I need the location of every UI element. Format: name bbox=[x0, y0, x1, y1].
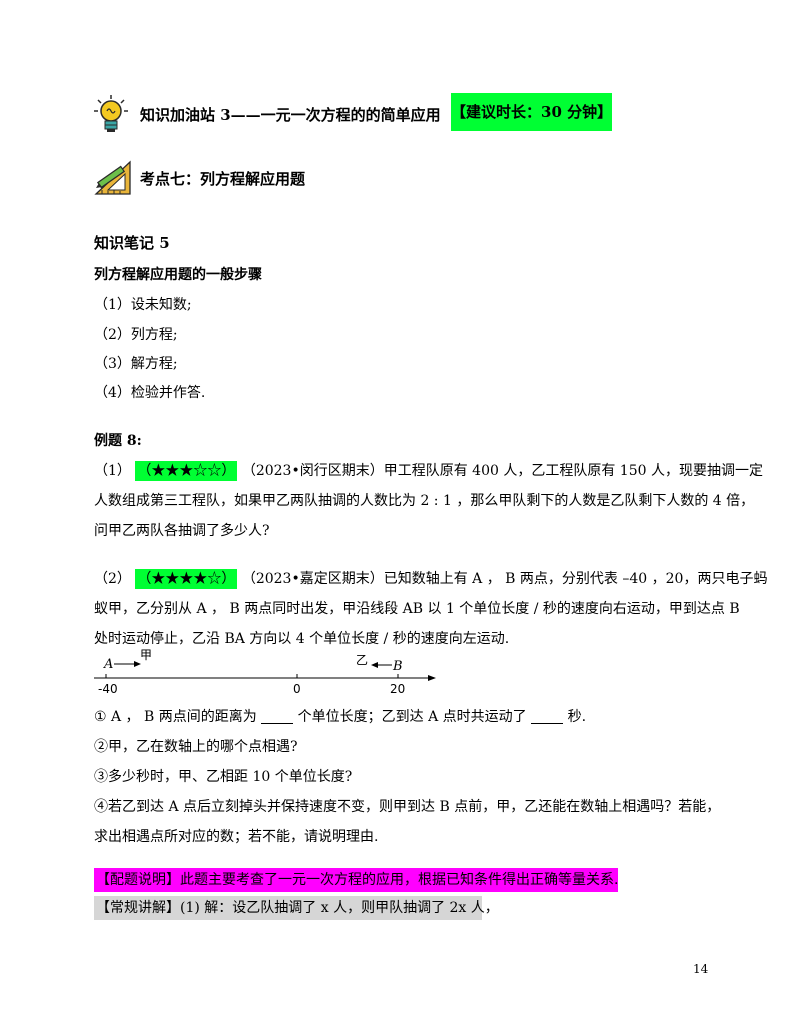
tick-label: -40 bbox=[98, 682, 118, 696]
sub1-part-a: ① A ， B 两点间的距离为 bbox=[94, 709, 257, 725]
tick-label: 0 bbox=[293, 682, 301, 696]
lecture-note: 【常规讲解】(1) 解：设乙队抽调了 x 人，则甲队抽调了 2x 人， bbox=[94, 896, 499, 920]
q2-text-line3: 处时运动停止，乙沿 BA 方向以 4 个单位长度 / 秒的速度向左运动. bbox=[94, 631, 510, 647]
point-a-label: A bbox=[103, 657, 113, 672]
q1-number: （1） bbox=[94, 463, 131, 479]
point-heading: 考点七：列方程解应用题 bbox=[140, 170, 306, 188]
note-title: 知识笔记 5 bbox=[94, 234, 170, 252]
page-number: 14 bbox=[693, 962, 709, 976]
step-item: （1）设未知数; bbox=[94, 297, 192, 313]
q2-number: （2） bbox=[94, 571, 131, 587]
answer-blank[interactable] bbox=[261, 709, 294, 724]
jia-label: 甲 bbox=[140, 648, 152, 662]
example-title: 例题 8: bbox=[94, 433, 142, 449]
number-line-figure: A 甲 乙 B -40 0 20 bbox=[94, 648, 439, 698]
q2-text-line1: （2023•嘉定区期末）已知数轴上有 A ， B 两点，分别代表 –40 ，20… bbox=[241, 571, 768, 587]
sub-question-1: ① A ， B 两点间的距离为 个单位长度；乙到达 A 点时共运动了 秒. bbox=[94, 706, 586, 726]
tick-label: 20 bbox=[390, 682, 405, 696]
section-heading-main: 知识加油站 3——一元一次方程的的简单应用 bbox=[140, 106, 441, 124]
time-tag-label: 【建议时长：30 分钟】 bbox=[451, 103, 613, 121]
sub-question-4-line2: 求出相遇点所对应的数；若不能，请说明理由. bbox=[94, 829, 379, 845]
sub1-part-b: 个单位长度；乙到达 A 点时共运动了 bbox=[297, 709, 527, 725]
q2-line1: （2） （★★★★☆） （2023•嘉定区期末）已知数轴上有 A ， B 两点，… bbox=[94, 568, 768, 589]
sub1-part-c: 秒. bbox=[567, 709, 587, 725]
difficulty-badge: （★★★★☆） bbox=[135, 569, 238, 589]
ruler-pencil-icon bbox=[94, 158, 132, 196]
q1-text-line3: 问甲乙两队各抽调了多少人? bbox=[94, 523, 270, 539]
sub-question-2: ②甲，乙在数轴上的哪个点相遇? bbox=[94, 739, 298, 755]
point-b-label: B bbox=[392, 659, 403, 674]
time-tag: 【建议时长：30 分钟】 bbox=[451, 93, 612, 131]
sub-question-3: ③多少秒时，甲、乙相距 10 个单位长度? bbox=[94, 769, 353, 785]
yi-label: 乙 bbox=[356, 653, 368, 667]
q1-text-line1: （2023•闵行区期末）甲工程队原有 400 人，乙工程队原有 150 人，现要… bbox=[241, 463, 763, 479]
explain-text: 【配题说明】此题主要考查了一元一次方程的应用，根据已知条件得出正确等量关系. bbox=[96, 872, 619, 888]
q1-text-line2: 人数组成第三工程队，如果甲乙两队抽调的人数比为 2 : 1 ，那么甲队剩下的人数… bbox=[94, 493, 755, 509]
difficulty-badge: （★★★☆☆） bbox=[135, 461, 238, 481]
section-heading: 知识加油站 3——一元一次方程的的简单应用 bbox=[140, 104, 441, 125]
q1-line1: （1） （★★★☆☆） （2023•闵行区期末）甲工程队原有 400 人，乙工程… bbox=[94, 460, 763, 481]
lightbulb-icon bbox=[94, 94, 128, 134]
explain-note: 【配题说明】此题主要考查了一元一次方程的应用，根据已知条件得出正确等量关系. bbox=[94, 868, 618, 892]
step-item: （4）检验并作答. bbox=[94, 385, 206, 401]
lecture-text: 【常规讲解】(1) 解：设乙队抽调了 x 人，则甲队抽调了 2x 人， bbox=[96, 900, 499, 916]
step-item: （3）解方程; bbox=[94, 356, 178, 372]
answer-blank[interactable] bbox=[531, 709, 564, 724]
step-item: （2）列方程; bbox=[94, 327, 178, 343]
sub-question-4-line1: ④若乙到达 A 点后立刻掉头并保持速度不变，则甲到达 B 点前，甲，乙还能在数轴… bbox=[94, 799, 721, 815]
q2-text-line2: 蚁甲，乙分别从 A ， B 两点同时出发，甲沿线段 AB 以 1 个单位长度 /… bbox=[94, 601, 740, 617]
steps-title: 列方程解应用题的一般步骤 bbox=[94, 267, 262, 283]
